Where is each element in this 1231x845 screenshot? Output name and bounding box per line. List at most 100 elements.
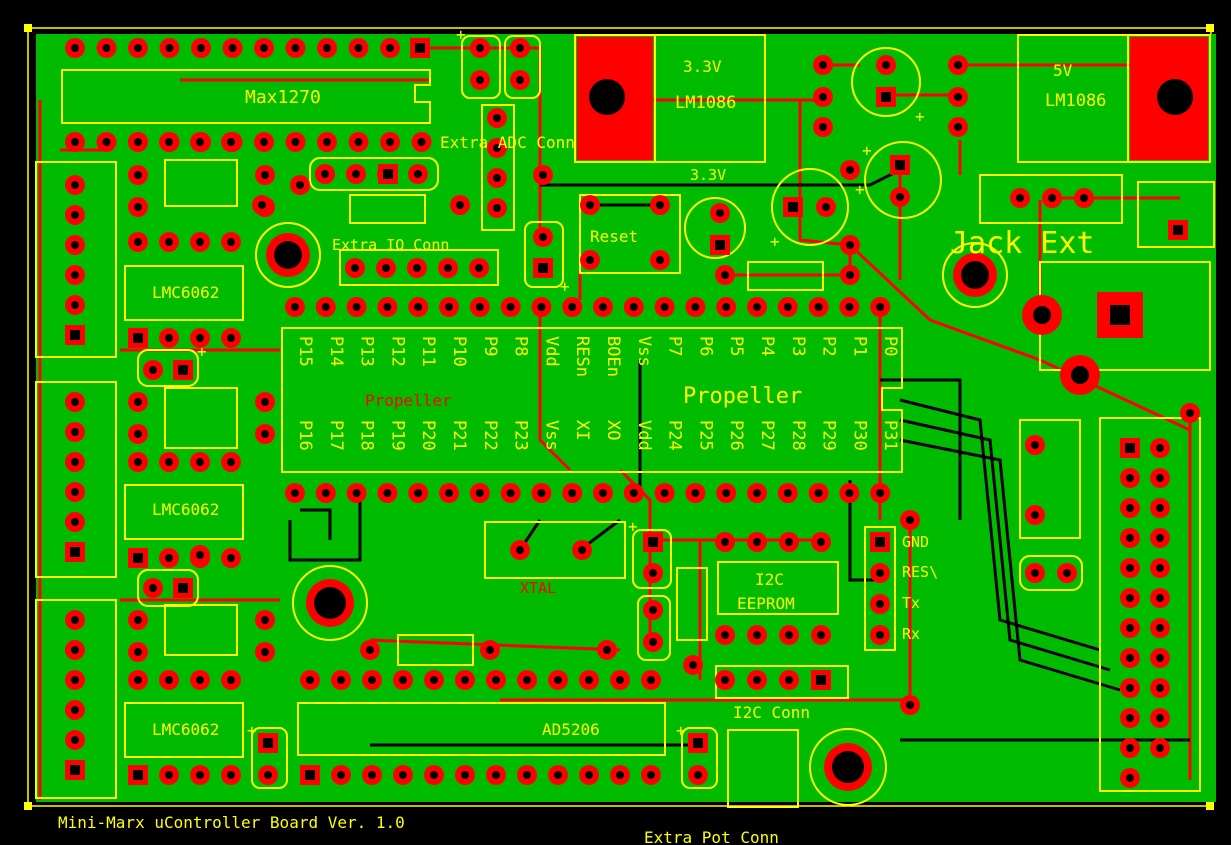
prog-gnd-label: GND xyxy=(902,533,929,551)
propeller-pin-label: P6 xyxy=(695,336,715,356)
pad-hole xyxy=(352,170,360,178)
pad-hole xyxy=(430,676,438,684)
pad-hole xyxy=(476,44,484,52)
pad-hole xyxy=(846,271,854,279)
pad-hole xyxy=(816,675,826,685)
pad-hole xyxy=(629,303,638,311)
pad-hole xyxy=(554,676,562,684)
pad-hole xyxy=(568,303,577,311)
pad-hole xyxy=(819,93,827,101)
pad-hole xyxy=(906,701,914,709)
pad-hole xyxy=(196,238,204,246)
pad-hole xyxy=(516,546,524,554)
pad-hole xyxy=(71,428,79,436)
pad-hole xyxy=(1156,534,1164,542)
pad-hole xyxy=(819,61,827,69)
pad-hole xyxy=(568,489,577,497)
pad-hole xyxy=(399,771,407,779)
pad-hole xyxy=(291,138,300,146)
svg-text:+: + xyxy=(676,721,686,740)
pad-hole xyxy=(506,489,515,497)
pad-hole xyxy=(1156,624,1164,632)
pad-hole xyxy=(261,171,269,179)
pad-hole xyxy=(461,676,469,684)
pad-hole xyxy=(386,44,394,52)
pad-hole xyxy=(691,489,700,497)
pad-hole xyxy=(71,458,79,466)
pad-hole xyxy=(71,138,79,146)
pad-hole xyxy=(493,204,501,212)
pad-hole xyxy=(291,489,299,497)
pad-hole xyxy=(1156,714,1164,722)
pad-hole xyxy=(537,303,546,311)
pad-hole xyxy=(354,44,363,52)
pad-hole xyxy=(814,489,823,497)
pad-hole xyxy=(196,458,204,466)
svg-text:+: + xyxy=(862,141,872,160)
pad-hole xyxy=(386,138,394,146)
pad-hole xyxy=(337,771,345,779)
propeller-pin-label: P0 xyxy=(880,336,900,356)
pad-hole xyxy=(629,489,638,497)
pad-hole xyxy=(321,170,329,178)
svg-text:+: + xyxy=(915,107,925,126)
propeller-pin-label: P14 xyxy=(326,336,346,367)
pad-hole xyxy=(585,771,593,779)
propeller-pin-label: P18 xyxy=(357,420,377,451)
pad-hole xyxy=(134,648,142,656)
propeller-pin-label: P17 xyxy=(326,420,346,451)
pad-hole xyxy=(647,676,655,684)
pad-hole xyxy=(1156,474,1164,482)
pad-hole xyxy=(71,211,79,219)
pad-hole xyxy=(721,538,729,546)
pad-hole xyxy=(516,44,524,52)
lmc-label-3: LMC6062 xyxy=(152,720,219,739)
pad-hole xyxy=(845,303,854,311)
pad-hole xyxy=(134,171,142,179)
pad-hole xyxy=(227,334,235,342)
pad-hole xyxy=(70,765,80,775)
pad-hole xyxy=(1126,564,1134,572)
propeller-pin-label: XO xyxy=(603,420,623,440)
propeller-pin-label: Vdd xyxy=(541,336,561,367)
pad-hole xyxy=(71,271,79,279)
propeller-pin-label: Vss xyxy=(541,420,561,451)
extra-pot-conn-label: Extra Pot Conn xyxy=(644,828,779,845)
prog-tx-label: Tx xyxy=(902,594,920,612)
pad-hole xyxy=(383,303,392,311)
pad-hole xyxy=(71,181,79,189)
pad-hole xyxy=(456,201,464,209)
pad-hole xyxy=(71,398,79,406)
pad-hole xyxy=(134,676,142,684)
pad-hole xyxy=(1125,443,1135,453)
pad-hole xyxy=(1126,534,1134,542)
pad-hole xyxy=(476,76,484,84)
pad-hole xyxy=(178,365,188,375)
pad-hole xyxy=(649,606,657,614)
pad-hole xyxy=(523,676,531,684)
pad-hole xyxy=(165,238,173,246)
pad-hole xyxy=(414,170,422,178)
pad-hole xyxy=(523,771,531,779)
propeller-pin-label: XI xyxy=(572,420,592,440)
pad-hole xyxy=(71,44,79,52)
pad-hole xyxy=(493,174,501,182)
pad-hole xyxy=(753,303,761,311)
propeller-pin-label: BOEn xyxy=(603,336,623,377)
pad-hole xyxy=(1156,564,1164,572)
pad-hole xyxy=(321,489,330,497)
pad-hole xyxy=(785,538,793,546)
propeller-pin-label: P19 xyxy=(387,420,407,451)
pad-hole xyxy=(227,458,235,466)
propeller-pin-label: P3 xyxy=(788,336,808,356)
pad-hole xyxy=(875,537,885,547)
polarity-marks: + + + + + + + + + + xyxy=(197,25,925,740)
pad-hole xyxy=(656,256,664,264)
mounting-holes xyxy=(266,233,1143,791)
pad-hole xyxy=(1016,194,1024,202)
pad-hole xyxy=(445,303,453,311)
propeller-pin-label: P26 xyxy=(726,420,746,451)
propeller-pin-label: P9 xyxy=(480,336,500,356)
corner-mark-tr xyxy=(1206,24,1214,32)
pad-hole xyxy=(1031,511,1039,519)
